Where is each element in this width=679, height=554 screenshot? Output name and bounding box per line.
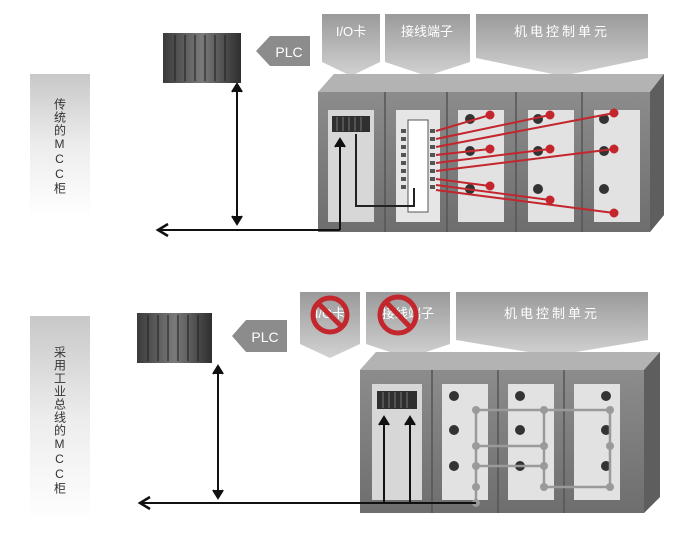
- bottom-control-unit-callout: 机电控制单元: [456, 292, 648, 356]
- bottom-network-lines: [137, 364, 476, 511]
- bottom-side-label-text: 采用工业总线的MCC柜: [52, 345, 67, 495]
- top-control-unit-callout: 机电控制单元: [476, 14, 648, 76]
- bottom-plc-label: PLC: [251, 329, 278, 345]
- top-plc-device: [163, 33, 241, 83]
- top-io-label: I/O卡: [336, 24, 366, 39]
- bottom-control-unit-label: 机电控制单元: [504, 306, 600, 321]
- top-terminal-callout: 接线端子: [385, 14, 470, 76]
- terminal-not-needed-icon: [377, 294, 419, 336]
- top-network-lines: [155, 82, 346, 238]
- top-plc-label: PLC: [275, 44, 302, 60]
- bottom-plc-device: [137, 313, 212, 363]
- top-plc-callout: PLC: [256, 36, 310, 66]
- top-io-callout: I/O卡: [322, 14, 380, 76]
- io-not-needed-icon: [310, 295, 350, 335]
- top-control-unit-label: 机电控制单元: [514, 24, 610, 39]
- bottom-io-callout: I/O卡: [300, 292, 360, 358]
- top-side-label-text: 传统的MCC柜: [52, 97, 67, 195]
- top-mcc-cabinet: [318, 74, 664, 232]
- bottom-terminal-callout: 接线端子: [366, 292, 450, 358]
- top-side-label: 传统的MCC柜: [30, 74, 90, 218]
- bottom-mcc-cabinet: [360, 352, 660, 513]
- top-terminal-label: 接线端子: [401, 24, 453, 39]
- bottom-side-label: 采用工业总线的MCC柜: [30, 316, 90, 524]
- bottom-plc-callout: PLC: [232, 320, 287, 352]
